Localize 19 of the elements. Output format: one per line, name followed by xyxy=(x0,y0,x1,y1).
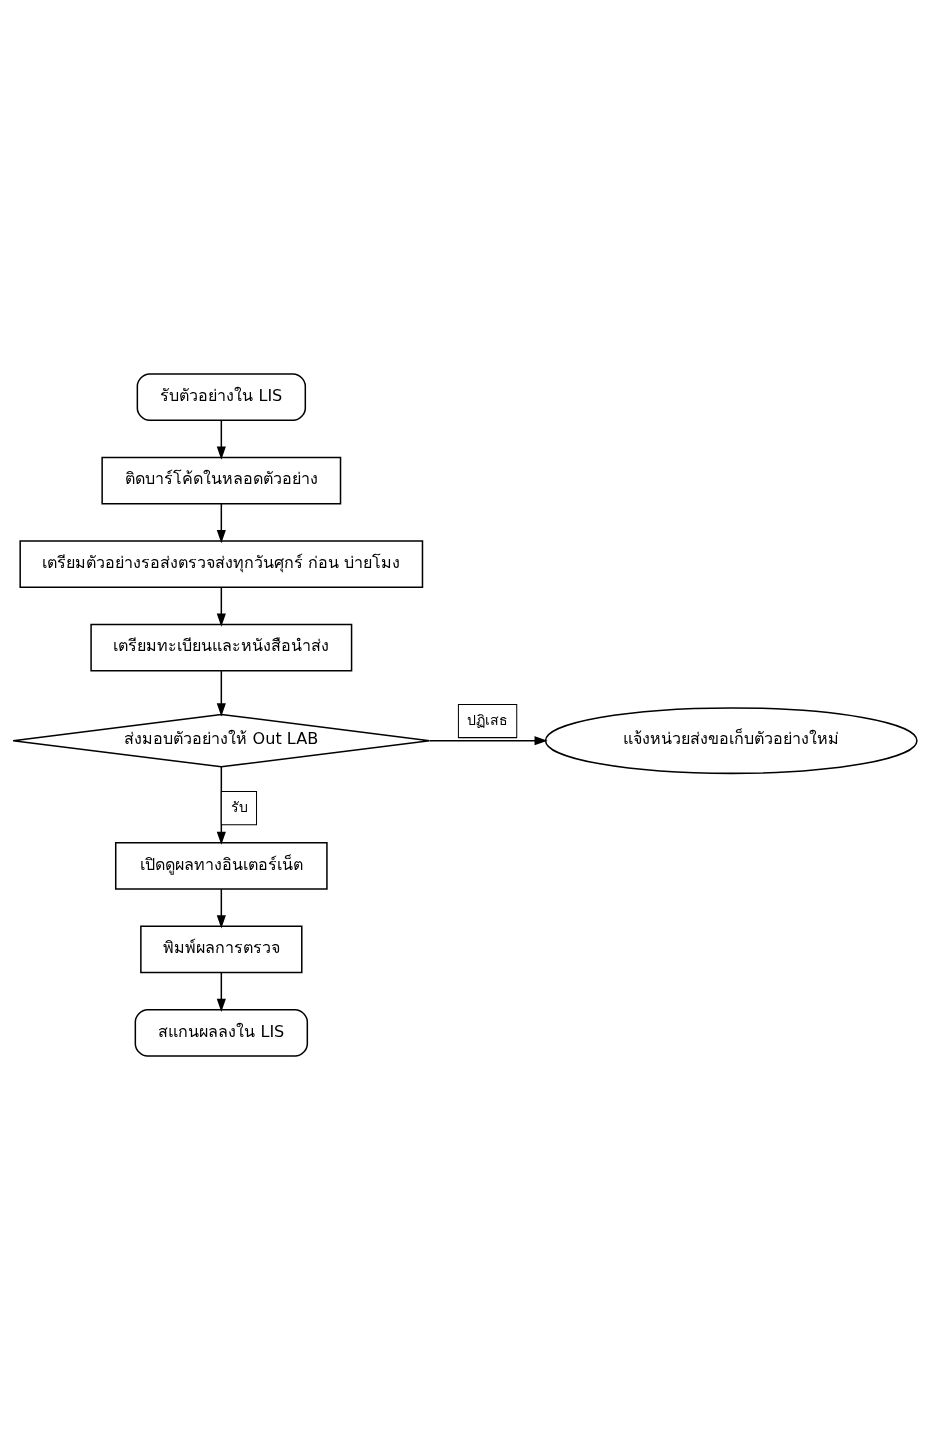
arrow xyxy=(216,670,226,717)
arrow xyxy=(216,503,226,544)
node-box: รับตัวอย่างใน LIS xyxy=(136,373,306,422)
node-box: พิมพ์ผลการตรวจ xyxy=(139,925,303,974)
node-diamond: ส่งมอบตัวอย่างให้ Out LAB xyxy=(11,713,430,768)
arrow xyxy=(428,736,548,746)
node-box: ติดบาร์โค้ดในหลอดตัวอย่าง xyxy=(100,456,341,505)
node-ellipse: แจ้งหน่วยส่งขอเก็บตัวอย่างใหม่ xyxy=(544,707,918,775)
arrow xyxy=(216,888,226,929)
arrow xyxy=(216,766,226,845)
arrow xyxy=(216,586,226,627)
arrow xyxy=(216,419,226,460)
node-box: สแกนผลลงใน LIS xyxy=(134,1008,308,1057)
edge-label: รับ xyxy=(230,799,248,816)
node-box: เตรียมทะเบียนและหนังสือนำส่ง xyxy=(89,623,352,672)
node-box: เตรียมตัวอย่างรอส่งตรวจส่งทุกวันศุกร์ ก่อน บ่ายโมง xyxy=(18,540,423,588)
arrow xyxy=(216,971,226,1012)
node-box: เปิดดูผลทางอินเตอร์เน็ต xyxy=(114,842,328,890)
edge-label: ปฏิเสธ xyxy=(466,712,508,729)
